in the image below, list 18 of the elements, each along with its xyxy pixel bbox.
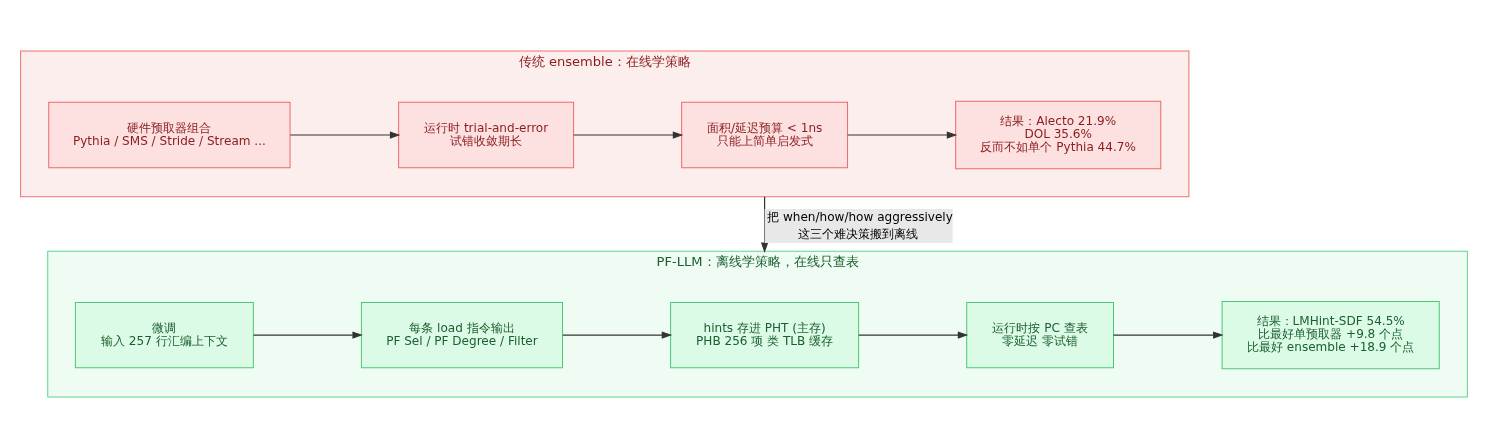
node-box: hints 存进 PHT (主存) PHB 256 项 类 TLB 缓存 (670, 301, 860, 369)
node-box: 运行时按 PC 查表 零延迟 零试错 (966, 301, 1114, 369)
arrow (760, 196, 769, 253)
edge-label: 把 when/how/how aggressively 这三个难决策搬到离线 (767, 209, 953, 241)
node-box: 每条 load 指令输出 PF Sel / PF Degree / Filter (360, 301, 564, 369)
arrow (858, 331, 969, 339)
node-box: 微调 输入 257 行汇编上下文 (74, 301, 254, 369)
node-box: 面积/延迟预算 < 1ns 只能上简单启发式 (681, 101, 849, 169)
node-box: 硬件预取器组合 Pythia / SMS / Stride / Stream ... (48, 101, 291, 169)
arrow (289, 131, 401, 139)
node-box: 结果：Alecto 21.9% DOL 35.6% 反而不如单个 Pythia 44.7% (955, 100, 1162, 170)
arrow (573, 131, 684, 139)
arrow (847, 131, 958, 139)
arrow (253, 331, 363, 339)
node-box: 运行时 trial-and-error 试错收敛期长 (398, 101, 575, 169)
arrow (1113, 331, 1224, 339)
arrow (562, 331, 673, 339)
node-box: 结果：LMHint-SDF 54.5% 比最好单预取器 +9.8 个点 比最好 ensemble +18.9 个点 (1221, 300, 1440, 370)
